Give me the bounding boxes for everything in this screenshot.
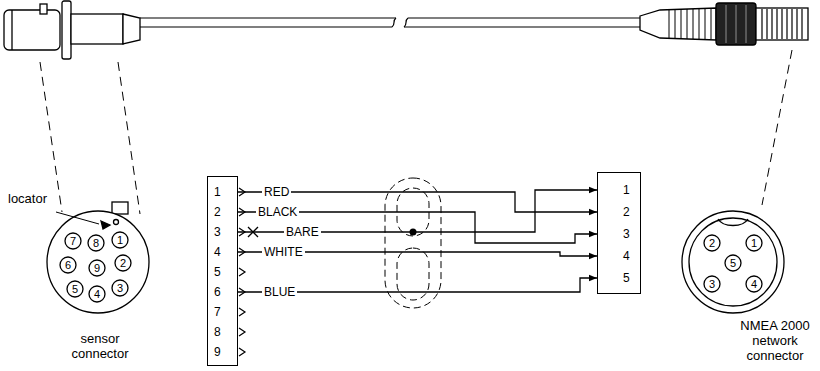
pin-number: 5 bbox=[730, 256, 736, 271]
plug-ring bbox=[11, 10, 12, 50]
wire-color-label: BLUE bbox=[262, 286, 297, 299]
pin-number: 1 bbox=[598, 179, 640, 201]
pin-number: 2 bbox=[120, 256, 126, 271]
pin-socket bbox=[725, 255, 741, 271]
wire-color-label: WHITE bbox=[262, 246, 305, 259]
connector-rim bbox=[682, 211, 784, 313]
pin-number: 4 bbox=[598, 245, 640, 267]
connector-pin-block: 123456789 bbox=[207, 176, 238, 366]
sensor-plug bbox=[4, 1, 140, 59]
pin-number: 2 bbox=[709, 236, 715, 251]
callout-label: locator bbox=[8, 191, 47, 206]
locator-dot bbox=[114, 220, 119, 225]
pin-contact-symbol bbox=[239, 268, 245, 276]
pin-number: 5 bbox=[72, 282, 78, 297]
pin-number: 7 bbox=[70, 234, 76, 249]
connector-caption: sensor connector bbox=[60, 331, 140, 361]
pin-socket bbox=[112, 280, 128, 296]
pin-number: 6 bbox=[65, 258, 71, 273]
pin-number: 1 bbox=[751, 236, 757, 251]
pin-number: 8 bbox=[208, 322, 237, 342]
connector-ring bbox=[689, 218, 777, 306]
connector-pin-block: 12345 bbox=[597, 172, 641, 294]
connector-caption: NMEA 2000 network connector bbox=[733, 318, 817, 363]
pin-socket bbox=[67, 281, 83, 297]
sensor-connector-face bbox=[47, 202, 149, 313]
plug-flange bbox=[62, 1, 71, 59]
plug-nut bbox=[71, 14, 123, 44]
pin-number: 6 bbox=[208, 282, 237, 302]
plug-body bbox=[4, 10, 60, 50]
pin-number: 5 bbox=[598, 267, 640, 289]
pin-number: 7 bbox=[208, 302, 237, 322]
pin-socket bbox=[746, 276, 762, 292]
plug-key bbox=[40, 4, 47, 14]
pin-contact-symbol bbox=[239, 328, 245, 336]
pin-socket bbox=[112, 232, 128, 248]
pin-contact-symbol bbox=[239, 348, 245, 356]
leader-dashes bbox=[40, 50, 792, 214]
pin-number: 1 bbox=[208, 182, 237, 202]
pin-number: 2 bbox=[208, 202, 237, 222]
connector-rim bbox=[47, 211, 149, 313]
cable bbox=[140, 18, 640, 27]
network-plug bbox=[640, 3, 808, 45]
pin-contact-symbol bbox=[239, 308, 245, 316]
wire-color-label: BARE bbox=[284, 226, 321, 239]
pin-number: 9 bbox=[208, 342, 237, 362]
wire-color-label: BLACK bbox=[256, 206, 299, 219]
pin-socket bbox=[65, 233, 81, 249]
pin-socket bbox=[60, 257, 76, 273]
pin-number: 9 bbox=[94, 261, 100, 276]
pin-number: 4 bbox=[94, 287, 100, 302]
key-notch bbox=[718, 219, 748, 226]
locator-mark bbox=[101, 221, 110, 229]
network-connector-face bbox=[682, 211, 784, 313]
key-tab bbox=[112, 202, 128, 214]
pin-number: 3 bbox=[117, 281, 123, 296]
pin-number: 4 bbox=[751, 277, 757, 292]
pin-socket bbox=[88, 235, 104, 251]
wire-color-label: RED bbox=[262, 186, 291, 199]
pin-socket bbox=[115, 255, 131, 271]
pin-number: 5 bbox=[208, 262, 237, 282]
pin-socket bbox=[704, 235, 720, 251]
leader-line bbox=[56, 212, 99, 224]
pin-number: 4 bbox=[208, 242, 237, 262]
pin-number: 3 bbox=[208, 222, 237, 242]
pin-socket bbox=[746, 235, 762, 251]
pin-socket bbox=[704, 276, 720, 292]
pin-number: 1 bbox=[117, 233, 123, 248]
pin-socket bbox=[89, 260, 105, 276]
pin-number: 2 bbox=[598, 201, 640, 223]
plug-taper bbox=[123, 14, 140, 44]
pin-number: 3 bbox=[598, 223, 640, 245]
shield-outline bbox=[385, 178, 441, 308]
cable-shield bbox=[385, 178, 441, 308]
pin-socket bbox=[89, 286, 105, 302]
shield-junction-dot bbox=[410, 229, 417, 236]
pin-number: 3 bbox=[709, 277, 715, 292]
pin-number: 8 bbox=[93, 236, 99, 251]
no-connect-mark bbox=[248, 227, 258, 237]
